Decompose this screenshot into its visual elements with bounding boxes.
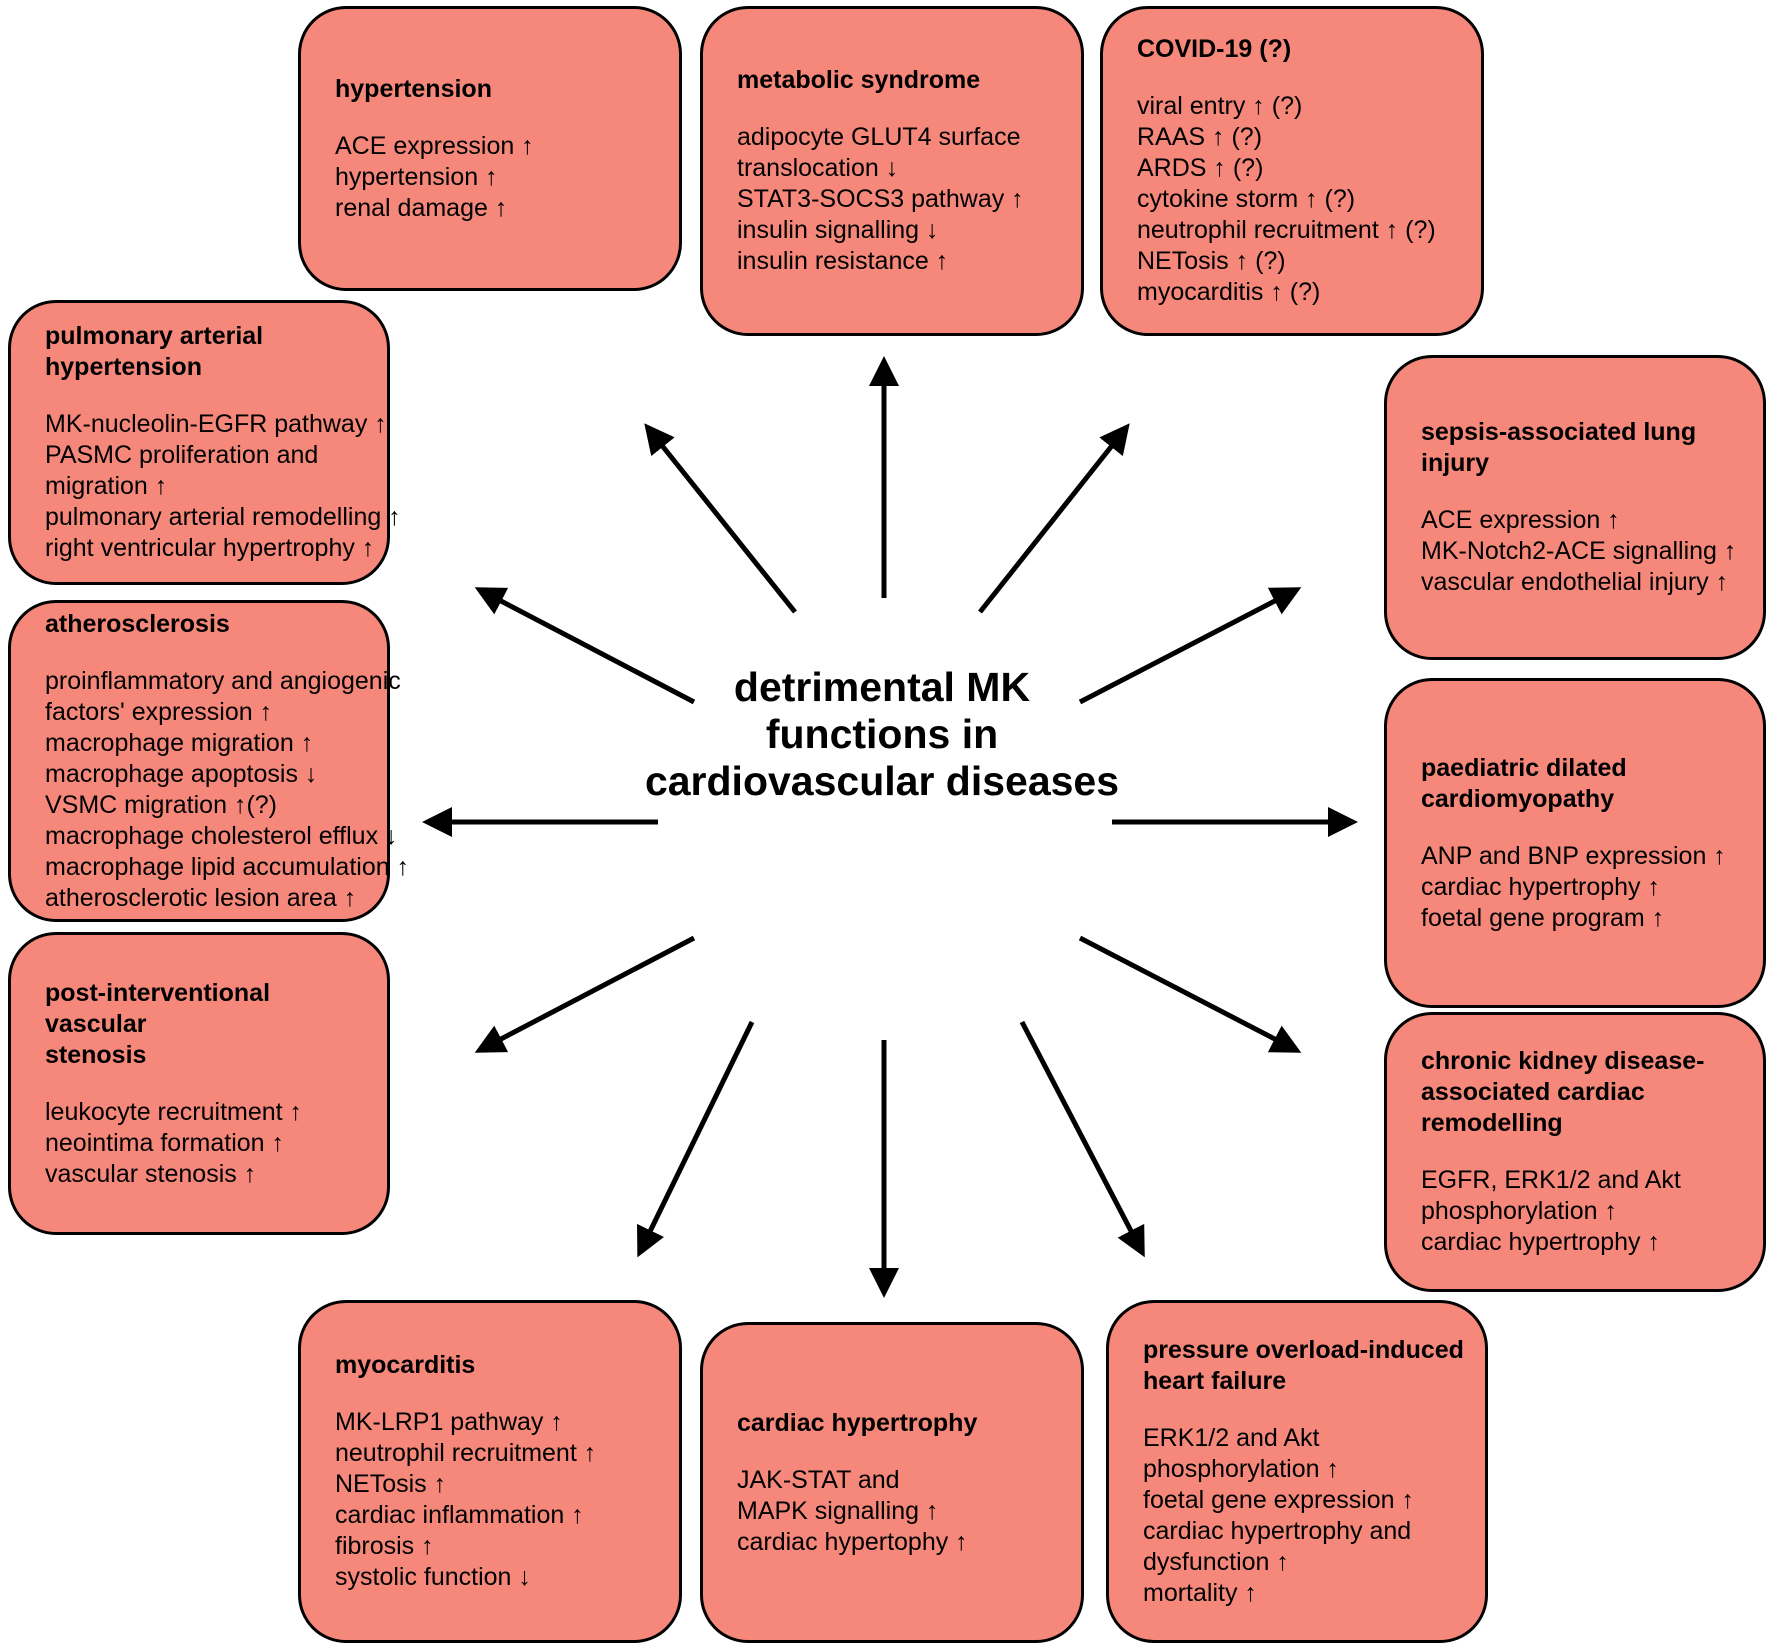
box-line: atherosclerotic lesion area ↑	[45, 883, 357, 912]
box-line: MAPK signalling ↑	[737, 1496, 939, 1525]
disease-box-covid-19: COVID-19 (?) viral entry ↑ (?) RAAS ↑ (?)…	[1100, 6, 1484, 336]
arrow-to-pressure-overload	[1019, 1020, 1145, 1258]
box-line: neutrophil recruitment ↑ (?)	[1137, 216, 1436, 244]
center-title: detrimental MK functions in cardiovascul…	[644, 664, 1120, 804]
arrow-to-covid-19	[978, 423, 1130, 614]
box-lines-paediatric: ANP and BNP expression ↑cardiac hypertro…	[1421, 841, 1753, 934]
box-line: macrophage migration ↑	[45, 728, 314, 757]
box-line: foetal gene program ↑	[1421, 903, 1665, 932]
disease-box-sepsis-associated-lung-injury: sepsis-associated lung injury ACE expres…	[1384, 355, 1766, 660]
box-lines-myocarditis: MK-LRP1 pathway ↑ neutrophil recruitment …	[335, 1407, 669, 1593]
box-line: factors' expression ↑	[45, 697, 273, 726]
box-line: systolic function ↓	[335, 1563, 531, 1591]
box-line: phosphorylation ↑	[1143, 1454, 1339, 1483]
box-lines-metabolic-syndrome: adipocyte GLUT4 surface translocation ↓ ST…	[737, 122, 1071, 277]
box-lines-post-interventional: leukocyte recruitment ↑neointima formati…	[45, 1097, 377, 1190]
box-line: ACE expression ↑	[335, 131, 534, 160]
box-line: fibrosis ↑	[335, 1532, 434, 1560]
arrow-to-post-interventional	[474, 935, 696, 1053]
disease-box-metabolic-syndrome: metabolic syndrome adipocyte GLUT4 surfa…	[700, 6, 1084, 336]
box-line: adipocyte GLUT4 surface	[737, 123, 1021, 151]
box-line: insulin signalling ↓	[737, 216, 939, 244]
box-line: viral entry ↑ (?)	[1137, 92, 1303, 120]
box-line: neutrophil recruitment ↑	[335, 1439, 597, 1467]
box-title-post-interventional: post-interventional vascular stenosis	[45, 978, 271, 1069]
arrow-to-hypertension	[644, 423, 797, 614]
box-line: migration ↑	[45, 472, 168, 500]
box-title-paediatric: paediatric dilated cardiomyopathy	[1421, 753, 1627, 813]
box-line: MK-nucleolin-EGFR pathway ↑	[45, 410, 387, 438]
box-line: PASMC proliferation and	[45, 441, 319, 469]
box-title-pulmonary: pulmonary arterial hypertension	[45, 322, 264, 381]
box-line: translocation ↓	[737, 154, 899, 182]
box-line: cardiac hypertrophy ↑	[1421, 1228, 1661, 1256]
box-line: macrophage cholesterol efflux ↓	[45, 821, 398, 850]
box-title-ckd: chronic kidney disease- associated cardi…	[1421, 1047, 1705, 1137]
box-line: hypertension ↑	[335, 162, 498, 191]
box-line: NETosis ↑ (?)	[1137, 247, 1286, 275]
arrow-to-myocarditis	[637, 1020, 755, 1258]
box-line: ARDS ↑ (?)	[1137, 154, 1264, 182]
box-line: cardiac inflammation ↑	[335, 1501, 584, 1529]
box-line: renal damage ↑	[335, 193, 508, 222]
box-line: cardiac hypertrophy ↑	[1421, 872, 1661, 901]
disease-box-paediatric-dilated-cardiomyopathy: paediatric dilated cardiomyopathy ANP an…	[1384, 678, 1766, 1008]
disease-box-myocarditis: myocarditis MK-LRP1 pathway ↑ neutrophil …	[298, 1300, 682, 1643]
box-title-metabolic-syndrome: metabolic syndrome	[737, 66, 981, 94]
box-line: cardiac hypertrophy and	[1143, 1516, 1412, 1545]
box-line: vascular stenosis ↑	[45, 1159, 257, 1188]
box-line: vascular endothelial injury ↑	[1421, 568, 1729, 596]
box-lines-sepsis: ACE expression ↑ MK-Notch2-ACE signalling…	[1421, 505, 1753, 598]
box-line: STAT3-SOCS3 pathway ↑	[737, 185, 1024, 213]
box-lines-covid-19: viral entry ↑ (?) RAAS ↑ (?) ARDS ↑ (?) cyt…	[1137, 91, 1471, 308]
box-line: dysfunction ↑	[1143, 1547, 1289, 1576]
box-line: JAK-STAT and	[737, 1465, 900, 1494]
box-title-hypertension: hypertension	[335, 74, 492, 103]
box-line: leukocyte recruitment ↑	[45, 1097, 303, 1126]
box-line: ANP and BNP expression ↑	[1421, 841, 1726, 870]
box-line: mortality ↑	[1143, 1578, 1257, 1607]
box-line: myocarditis ↑ (?)	[1137, 278, 1321, 306]
box-line: NETosis ↑	[335, 1470, 447, 1498]
box-title-covid-19: COVID-19 (?)	[1137, 35, 1292, 63]
disease-box-chronic-kidney-disease-cardiac-remodelling: chronic kidney disease- associated cardi…	[1384, 1012, 1766, 1292]
box-title-atherosclerosis: atherosclerosis	[45, 609, 230, 638]
disease-box-atherosclerosis: atherosclerosis proinflammatory and angi…	[8, 600, 410, 922]
box-lines-hypertension: ACE expression ↑hypertension ↑renal dama…	[335, 131, 669, 224]
box-title-pressure-overload: pressure overload-induced heart failure	[1143, 1335, 1464, 1395]
box-line: MK-LRP1 pathway ↑	[335, 1408, 563, 1436]
arrow-to-ckd	[1078, 935, 1302, 1053]
box-lines-ckd: EGFR, ERK1/2 and Akt phosphorylation ↑ car…	[1421, 1165, 1753, 1258]
box-line: foetal gene expression ↑	[1143, 1485, 1415, 1514]
box-line: ERK1/2 and Akt	[1143, 1423, 1320, 1452]
box-title-sepsis: sepsis-associated lung injury	[1421, 418, 1697, 477]
box-title-cardiac-hypertrophy: cardiac hypertrophy	[737, 1408, 978, 1437]
box-line: right ventricular hypertrophy ↑	[45, 534, 375, 562]
box-lines-pulmonary: MK-nucleolin-EGFR pathway ↑ PASMC prolife…	[45, 409, 401, 564]
disease-box-hypertension: hypertension ACE expression ↑hypertensio…	[298, 6, 682, 291]
box-line: macrophage lipid accumulation ↑	[45, 852, 410, 881]
box-line: cytokine storm ↑ (?)	[1137, 185, 1356, 213]
box-title-myocarditis: myocarditis	[335, 1351, 476, 1379]
disease-box-pressure-overload-heart-failure: pressure overload-induced heart failure …	[1106, 1300, 1488, 1643]
box-line: proinflammatory and angiogenic	[45, 666, 401, 695]
box-line: ACE expression ↑	[1421, 506, 1620, 534]
box-line: cardiac hypertophy ↑	[737, 1527, 968, 1556]
box-line: MK-Notch2-ACE signalling ↑	[1421, 537, 1737, 565]
box-line: pulmonary arterial remodelling ↑	[45, 503, 401, 531]
disease-box-post-interventional-vascular-stenosis: post-interventional vascular stenosis le…	[8, 932, 390, 1235]
box-line: neointima formation ↑	[45, 1128, 285, 1157]
box-line: macrophage apoptosis ↓	[45, 759, 318, 788]
box-line: phosphorylation ↑	[1421, 1197, 1617, 1225]
box-line: EGFR, ERK1/2 and Akt	[1421, 1166, 1681, 1194]
box-line: insulin resistance ↑	[737, 247, 949, 275]
box-line: VSMC migration ↑(?)	[45, 790, 277, 819]
disease-box-pulmonary-arterial-hypertension: pulmonary arterial hypertension MK-nucle…	[8, 300, 401, 585]
box-line: RAAS ↑ (?)	[1137, 123, 1263, 151]
